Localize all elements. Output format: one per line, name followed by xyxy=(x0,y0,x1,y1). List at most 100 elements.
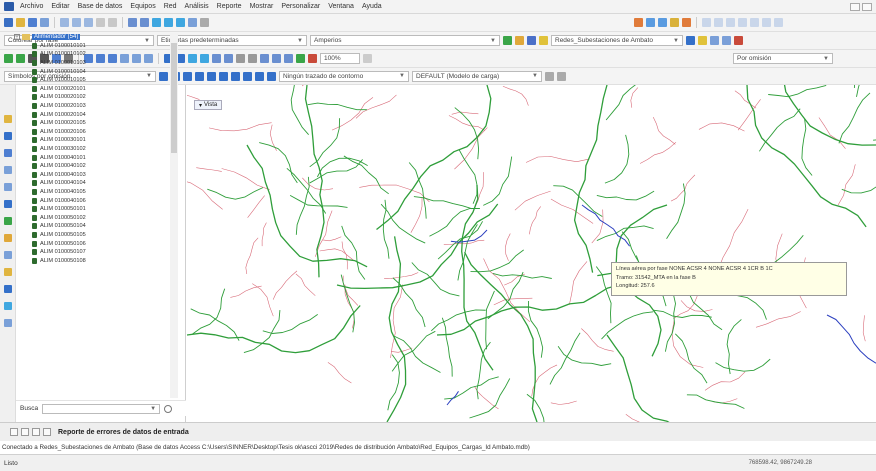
tree-item-feeder[interactable]: ALIM 0100020104 xyxy=(14,110,159,119)
select-icon[interactable] xyxy=(128,18,137,27)
tree-item-feeder[interactable]: ALIM 0100050107 xyxy=(14,248,159,257)
measure-icon[interactable] xyxy=(200,18,209,27)
feeder-branch-line[interactable] xyxy=(341,225,366,280)
feeder-branch-line[interactable] xyxy=(309,159,363,184)
feeder-branch-line[interactable] xyxy=(259,142,298,184)
info-icon[interactable] xyxy=(3,319,12,327)
lateral-spur-line[interactable] xyxy=(704,371,746,391)
settings-icon[interactable] xyxy=(3,285,12,293)
feeder-branch-line[interactable] xyxy=(596,190,655,201)
contour-select[interactable]: Ningún trazado de contorno▼ xyxy=(279,70,409,82)
tree-item-feeder[interactable]: ALIM 0100040103 xyxy=(14,171,159,180)
tree-item-feeder[interactable]: ALIM 0100050102 xyxy=(14,213,159,222)
feeder-branch-line[interactable] xyxy=(483,156,513,206)
scrollbar-thumb[interactable] xyxy=(171,43,177,153)
properties-icon[interactable] xyxy=(52,54,61,63)
network-properties-icon[interactable] xyxy=(686,36,695,45)
lateral-spur-line[interactable] xyxy=(344,284,355,329)
feeder-branch-line[interactable] xyxy=(391,330,436,372)
redo-icon[interactable] xyxy=(108,18,117,27)
draw-line-icon[interactable] xyxy=(702,18,711,27)
feeder-branch-line[interactable] xyxy=(192,288,226,335)
rotate-icon[interactable] xyxy=(272,54,281,63)
feeder-branch-line[interactable] xyxy=(557,345,612,366)
first-tab-button[interactable] xyxy=(10,428,18,436)
symbol-text-icon[interactable] xyxy=(195,71,204,81)
feeder-branch-line[interactable] xyxy=(290,85,309,135)
draw-load-icon[interactable] xyxy=(762,18,771,27)
tree-item-feeder[interactable]: ALIM 0100050108 xyxy=(14,256,159,265)
save-icon[interactable] xyxy=(28,18,37,27)
lateral-spur-line[interactable] xyxy=(269,124,277,151)
lateral-spur-line[interactable] xyxy=(454,127,488,170)
split-icon[interactable] xyxy=(236,54,245,63)
feeder-branch-line[interactable] xyxy=(549,332,581,385)
tree-item-feeder[interactable]: ALIM 0100050106 xyxy=(14,239,159,248)
add-node-icon[interactable] xyxy=(4,54,13,63)
symbol-switch-icon[interactable] xyxy=(243,71,252,81)
network-map[interactable] xyxy=(187,85,876,422)
tree-item-feeder[interactable]: ALIM 0100020102 xyxy=(14,93,159,102)
selected-feeder-line[interactable] xyxy=(826,314,876,364)
lateral-spur-line[interactable] xyxy=(737,99,761,131)
menu-mostrar[interactable]: Mostrar xyxy=(249,3,274,10)
labels-select[interactable]: Etiquetas predeterminadas▼ xyxy=(157,35,307,46)
tree-item-feeder[interactable]: ALIM 0100040101 xyxy=(14,153,159,162)
layers-icon[interactable] xyxy=(3,149,12,157)
collapse-icon[interactable]: − xyxy=(14,34,20,41)
lateral-spur-line[interactable] xyxy=(245,237,259,275)
feeder-branch-line[interactable] xyxy=(243,310,281,354)
feeder-branch-line[interactable] xyxy=(768,85,827,98)
tree-item-feeder[interactable]: ALIM 0100010103 xyxy=(14,59,159,68)
network-map-view[interactable] xyxy=(187,85,876,422)
menu-red[interactable]: Red xyxy=(163,3,177,10)
lateral-spur-line[interactable] xyxy=(384,272,419,279)
network-add-icon[interactable] xyxy=(710,36,719,45)
alert-icon[interactable] xyxy=(3,234,12,242)
feeder-branch-line[interactable] xyxy=(394,335,441,373)
zoom-stepper-icon[interactable] xyxy=(363,54,372,63)
feeder-branch-line[interactable] xyxy=(666,183,686,240)
feeder-branch-line[interactable] xyxy=(307,102,367,111)
feeder-branch-line[interactable] xyxy=(485,290,495,350)
feeder-branch-line[interactable] xyxy=(487,271,524,320)
tab-error-report[interactable]: Reporte de errores de datos de entrada xyxy=(58,428,189,436)
lateral-spur-line[interactable] xyxy=(493,297,533,306)
feeder-branch-line[interactable] xyxy=(841,174,876,194)
lateral-spur-line[interactable] xyxy=(483,258,531,323)
feeder-branch-line[interactable] xyxy=(527,301,544,358)
feeder-branch-line[interactable] xyxy=(441,317,453,377)
move-icon[interactable] xyxy=(28,54,37,63)
minimize-button[interactable] xyxy=(850,2,860,11)
feeder-branch-line[interactable] xyxy=(604,134,630,184)
lateral-spur-line[interactable] xyxy=(319,248,355,262)
menu-equipos[interactable]: Equipos xyxy=(130,3,156,10)
close-network-icon[interactable] xyxy=(734,36,743,45)
feeder-branch-line[interactable] xyxy=(380,203,426,244)
lateral-spur-line[interactable] xyxy=(302,177,334,191)
feeder-trunk-line[interactable] xyxy=(336,203,499,290)
menu-ventana[interactable]: Ventana xyxy=(328,3,354,10)
feeder-branch-line[interactable] xyxy=(553,185,603,217)
paste-icon[interactable] xyxy=(84,18,93,27)
feeder-trunk-line[interactable] xyxy=(461,184,494,371)
results-icon[interactable] xyxy=(3,217,12,225)
lateral-spur-line[interactable] xyxy=(581,328,614,352)
lateral-spur-line[interactable] xyxy=(314,210,333,257)
globe-icon[interactable] xyxy=(3,302,12,310)
lateral-spur-line[interactable] xyxy=(196,167,222,172)
zoom-window-icon[interactable] xyxy=(152,18,161,27)
lateral-spur-line[interactable] xyxy=(247,195,265,218)
feeder-branch-line[interactable] xyxy=(605,85,647,121)
feeder-trunk-line[interactable] xyxy=(304,85,325,278)
snap-icon[interactable] xyxy=(108,54,117,63)
tree-item-feeder[interactable]: ALIM 0100040105 xyxy=(14,188,159,197)
open-folder-icon[interactable] xyxy=(16,18,25,27)
draw-switch-icon[interactable] xyxy=(738,18,747,27)
tree-item-feeder[interactable]: ALIM 0100030101 xyxy=(14,136,159,145)
tree-item-feeder[interactable]: ALIM 0100010102 xyxy=(14,50,159,59)
connect-icon[interactable] xyxy=(84,54,93,63)
cut-icon[interactable] xyxy=(60,18,69,27)
feeder-branch-line[interactable] xyxy=(801,118,813,176)
tree-item-feeder[interactable]: ALIM 0100020101 xyxy=(14,85,159,94)
